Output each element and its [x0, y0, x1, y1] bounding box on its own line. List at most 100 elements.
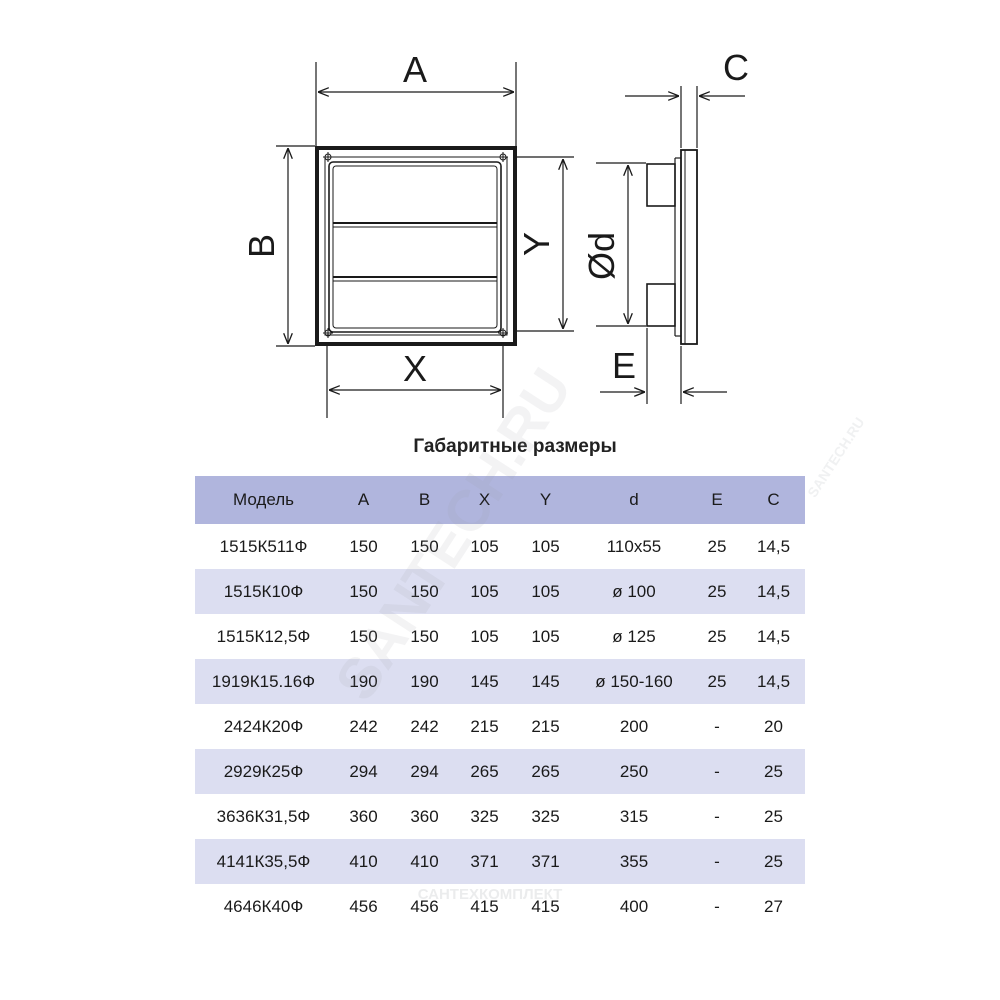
label-d: Ød	[581, 232, 622, 280]
cell-a: 360	[349, 806, 378, 826]
cell-e: 25	[692, 659, 742, 704]
cell-x: 265	[454, 749, 515, 794]
label-y: Y	[516, 232, 557, 256]
cell-d: 200	[619, 716, 649, 736]
cell-c: 14,5	[742, 659, 805, 704]
cell-b: 150	[410, 626, 439, 646]
label-a: A	[403, 49, 427, 90]
cell-a: 150	[349, 626, 378, 646]
cell-a: 410	[332, 839, 395, 884]
cell-c: 14,5	[756, 626, 791, 646]
cell-model: 1919К15.16Ф	[195, 659, 332, 704]
cell-y: 325	[531, 806, 560, 826]
header-x: X	[454, 476, 515, 524]
cell-e: 25	[707, 536, 727, 556]
cell-model: 4141К35,5Ф	[195, 839, 332, 884]
cell-a: 242	[349, 716, 378, 736]
table-row: 2424К20Ф 242 242 215 215 200 - 20	[195, 704, 805, 749]
table-header-row: Модель A B X Y d E C	[195, 476, 805, 524]
header-b: B	[395, 476, 454, 524]
cell-e: -	[692, 839, 742, 884]
cell-y: 371	[515, 839, 576, 884]
label-c: C	[723, 47, 749, 88]
cell-d: ø 100	[576, 569, 692, 614]
cell-a: 190	[332, 659, 395, 704]
cell-c: 25	[764, 806, 783, 826]
table-title: Габаритные размеры	[413, 436, 617, 457]
table-row: 3636К31,5Ф 360 360 325 325 315 - 25	[195, 794, 805, 839]
cell-y: 145	[515, 659, 576, 704]
cell-a: 150	[332, 569, 395, 614]
cell-a: 294	[332, 749, 395, 794]
cell-c: 25	[742, 839, 805, 884]
cell-x: 105	[470, 626, 499, 646]
header-e: E	[692, 476, 742, 524]
cell-x: 145	[454, 659, 515, 704]
cell-c: 27	[764, 896, 783, 916]
cell-model: 4646К40Ф	[223, 896, 304, 916]
cell-e: -	[714, 896, 720, 916]
cell-e: -	[692, 749, 742, 794]
grille-front-view	[315, 146, 517, 346]
cell-c: 14,5	[756, 536, 791, 556]
cell-a: 456	[349, 896, 378, 916]
cell-b: 360	[410, 806, 439, 826]
label-b: B	[241, 234, 282, 258]
cell-e: -	[714, 806, 720, 826]
cell-a: 150	[349, 536, 378, 556]
cell-model: 3636К31,5Ф	[216, 806, 311, 826]
header-d: d	[576, 476, 692, 524]
cell-b: 150	[410, 536, 439, 556]
cell-b: 294	[395, 749, 454, 794]
label-x: X	[403, 348, 427, 389]
cell-y: 105	[531, 536, 560, 556]
cell-b: 190	[395, 659, 454, 704]
cell-x: 415	[470, 896, 499, 916]
cell-b: 242	[410, 716, 439, 736]
label-e: E	[612, 345, 636, 386]
cell-model: 1515К10Ф	[195, 569, 332, 614]
cell-model: 1515К511Ф	[219, 536, 308, 556]
cell-x: 325	[470, 806, 499, 826]
header-c: C	[742, 476, 805, 524]
header-y: Y	[515, 476, 576, 524]
cell-b: 410	[395, 839, 454, 884]
cell-y: 265	[515, 749, 576, 794]
table-row: 1515К511Ф 150 150 105 105 110x55 25 14,5	[195, 524, 805, 569]
cell-x: 371	[454, 839, 515, 884]
cell-b: 456	[410, 896, 439, 916]
cell-model: 2424К20Ф	[223, 716, 304, 736]
cell-e: 25	[692, 569, 742, 614]
cell-d: 400	[619, 896, 649, 916]
cell-e: -	[714, 716, 720, 736]
cell-d: ø 150-160	[576, 659, 692, 704]
cell-e: 25	[707, 626, 727, 646]
cell-x: 105	[454, 569, 515, 614]
technical-drawing: A B X Y Ød C E	[241, 47, 749, 418]
grille-side-view	[646, 149, 698, 345]
cell-y: 415	[531, 896, 560, 916]
cell-d: 355	[576, 839, 692, 884]
cell-c: 14,5	[742, 569, 805, 614]
cell-d: 315	[619, 806, 649, 826]
cell-y: 215	[531, 716, 560, 736]
cell-c: 20	[764, 716, 783, 736]
cell-x: 105	[470, 536, 499, 556]
header-model: Модель	[195, 476, 332, 524]
cell-d: 110x55	[606, 536, 662, 556]
cell-b: 150	[395, 569, 454, 614]
cell-x: 215	[470, 716, 499, 736]
cell-d: 250	[576, 749, 692, 794]
cell-model: 2929К25Ф	[195, 749, 332, 794]
header-a: A	[332, 476, 395, 524]
cell-c: 25	[742, 749, 805, 794]
table-row: 4646К40Ф 456 456 415 415 400 - 27	[195, 884, 805, 929]
cell-model: 1515К12,5Ф	[216, 626, 311, 646]
cell-y: 105	[515, 569, 576, 614]
